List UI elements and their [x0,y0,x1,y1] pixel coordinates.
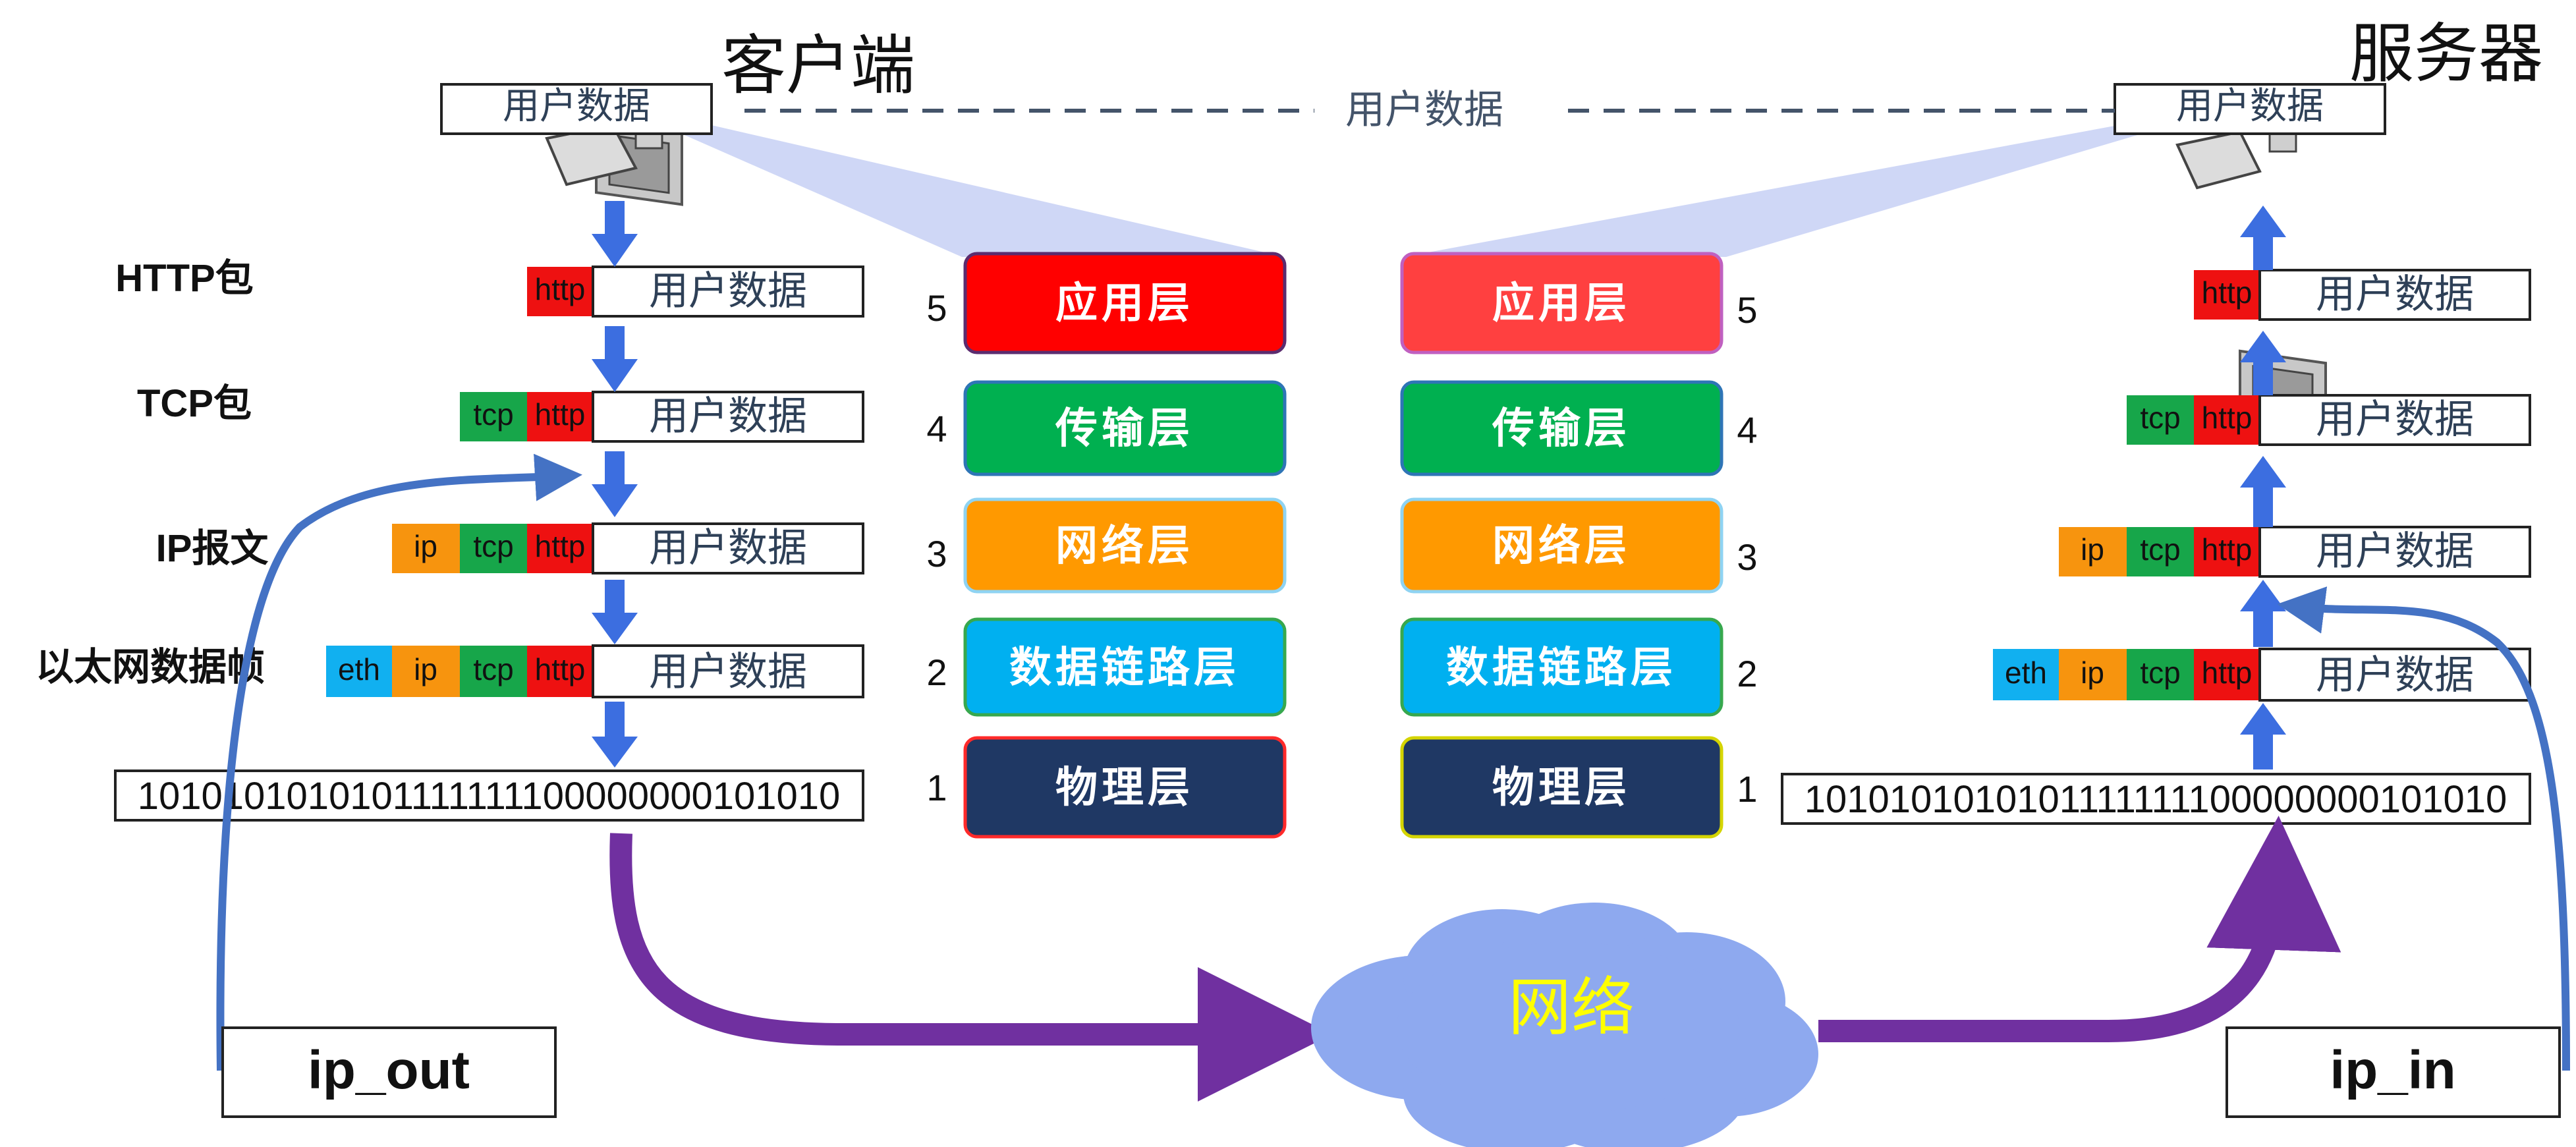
tag-http: http [535,529,586,563]
left-layer-network-label: 网络层 [1055,522,1194,569]
right-layer-physical [1400,736,1723,839]
left-layer-number-1: 1 [926,767,947,808]
network-cloud [1311,903,1818,1147]
ip-in-label: ip_in [2330,1040,2455,1100]
tag-http: http [2202,532,2253,567]
client-user-data-label: 用户数据 [503,85,650,126]
connection-label: 用户数据 [1345,88,1503,132]
right-layer-number-3: 3 [1737,536,1757,578]
payload-label: 用户数据 [649,269,807,313]
right-layer-application-label: 应用层 [1492,279,1631,327]
incoming-transmission-arrow [1818,816,2341,1042]
right-layer-transport-label: 传输层 [1492,405,1631,452]
row-label-http: HTTP包 [115,257,253,300]
server-ethernet-frame: eth ip tcp http 用户数据 [1993,648,2531,702]
tag-ip: ip [414,529,437,563]
payload-label: 用户数据 [2316,397,2474,441]
server-tcp-packet: tcp http 用户数据 [2127,394,2531,446]
client-projection-wedge [662,125,1285,257]
ip-out-box [221,1026,557,1118]
payload-label: 用户数据 [2316,653,2474,697]
client-user-data-box [440,83,713,135]
row-label-ip: IP报文 [156,527,269,570]
tag-http: http [2202,401,2253,435]
server-http-packet: http 用户数据 [2194,269,2531,321]
tag-tcp: tcp [2140,532,2180,567]
right-layer-number-1: 1 [1737,768,1757,810]
row-label-ethernet: 以太网数据帧 [36,646,265,688]
tag-tcp: tcp [473,397,513,432]
server-user-data-label: 用户数据 [2176,85,2324,126]
client-title: 客户端 [721,29,915,101]
right-layer-number-5: 5 [1737,289,1757,331]
server-up-arrows [2240,206,2286,769]
payload-label: 用户数据 [2316,272,2474,316]
left-layer-datalink [963,617,1287,717]
left-layer-number-4: 4 [926,408,947,449]
tag-ip: ip [2081,532,2104,567]
payload-label: 用户数据 [649,650,807,694]
client-tcp-packet: tcp http 用户数据 [460,391,864,443]
client-ethernet-frame: eth ip tcp http 用户数据 [326,644,864,698]
right-layer-transport [1400,380,1723,476]
tag-http: http [535,272,586,306]
server-title: 服务器 [2349,17,2543,90]
ip-in-hook-curve [2277,586,2570,1071]
tag-http: http [535,397,586,432]
left-layer-number-5: 5 [926,287,947,329]
right-layer-network [1400,497,1723,594]
left-layer-stack: 应用层 传输层 网络层 数据链路层 物理层 5 4 3 2 1 [926,252,1287,839]
left-layer-application [963,252,1287,354]
client-bitstream: 1010101010101111111100000000101010 [138,775,841,818]
left-layer-application-label: 应用层 [1055,279,1194,327]
ip-out-label: ip_out [308,1040,470,1100]
ip-out-hook-curve [216,453,582,1071]
right-layer-number-2: 2 [1737,653,1757,694]
right-layer-number-4: 4 [1737,409,1757,451]
payload-label: 用户数据 [649,526,807,570]
tag-http: http [2202,275,2253,310]
right-layer-datalink-label: 数据链路层 [1446,644,1677,691]
left-layer-transport [963,380,1287,476]
left-layer-transport-label: 传输层 [1055,405,1194,452]
tag-tcp: tcp [2140,656,2180,690]
server-bitstream: 1010101010101111111100000000101010 [1805,778,2507,821]
left-layer-number-3: 3 [926,533,947,574]
client-down-arrows [592,201,638,768]
network-label: 网络 [1508,972,1635,1043]
left-layer-network [963,497,1287,594]
client-http-packet: http 用户数据 [527,266,864,318]
server-ip-packet: ip tcp http 用户数据 [2059,526,2531,578]
tag-ip: ip [414,652,437,686]
left-layer-datalink-label: 数据链路层 [1009,644,1240,691]
row-label-tcp: TCP包 [137,382,252,425]
right-layer-physical-label: 物理层 [1492,764,1631,811]
payload-label: 用户数据 [649,394,807,438]
outgoing-transmission-arrow [609,833,1332,1102]
right-layer-stack: 应用层 传输层 网络层 数据链路层 物理层 5 4 3 2 1 [1400,252,1758,839]
left-layer-number-2: 2 [926,652,947,693]
tag-http: http [535,652,586,686]
right-layer-network-label: 网络层 [1492,522,1631,569]
tag-tcp: tcp [2140,401,2180,435]
tag-http: http [2202,656,2253,690]
client-bitstream-box [114,769,864,822]
server-bitstream-box [1781,773,2531,825]
right-layer-datalink [1400,617,1723,717]
client-ip-packet: ip tcp http 用户数据 [392,522,864,574]
tag-tcp: tcp [473,529,513,563]
payload-label: 用户数据 [2316,529,2474,573]
right-layer-application [1400,252,1723,354]
ip-in-box [2226,1026,2561,1118]
tag-eth: eth [338,652,380,686]
tag-ip: ip [2081,656,2104,690]
left-layer-physical-label: 物理层 [1055,764,1194,811]
tag-eth: eth [2005,656,2047,690]
tag-tcp: tcp [473,652,513,686]
left-layer-physical [963,736,1287,839]
server-projection-wedge [1403,125,2171,257]
